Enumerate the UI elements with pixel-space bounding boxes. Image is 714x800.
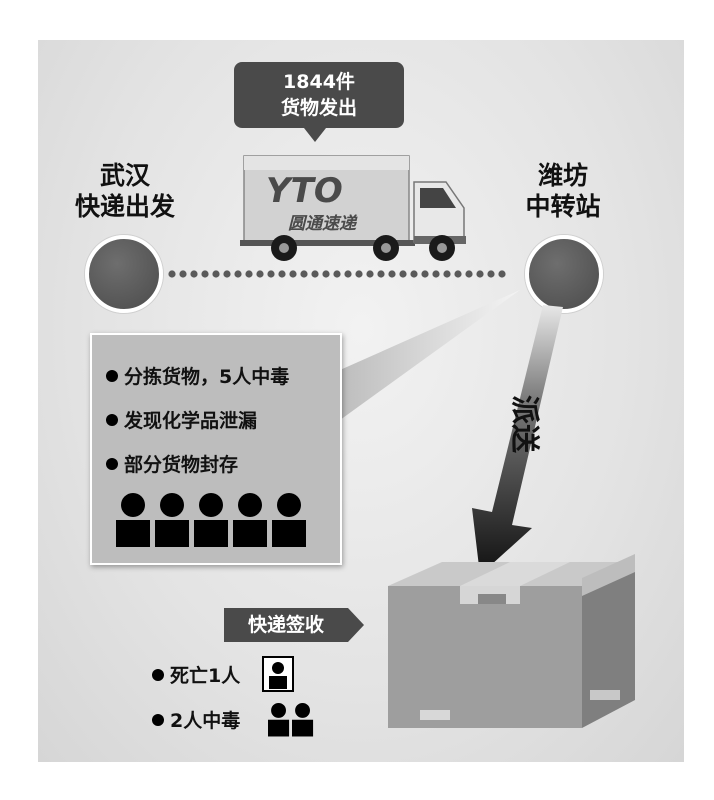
route-dot — [289, 270, 297, 278]
route-dot — [333, 270, 341, 278]
callout-pointer — [340, 290, 520, 420]
origin-label: 武汉 快递出发 — [60, 160, 190, 222]
route-dot — [476, 270, 484, 278]
shipment-callout: 1844件 货物发出 — [234, 62, 404, 142]
truck-brand-logo: YTO — [266, 171, 343, 211]
route-dot — [388, 270, 396, 278]
route-dot — [465, 270, 473, 278]
route-dot — [399, 270, 407, 278]
route-dot — [487, 270, 495, 278]
truck-brand-cn: 圆通速递 — [288, 214, 358, 234]
route-dot — [344, 270, 352, 278]
route-dot — [223, 270, 231, 278]
route-dot — [245, 270, 253, 278]
delivery-label: 派送 — [508, 395, 542, 454]
shipment-desc: 货物发出 — [280, 97, 357, 119]
receipt-label: 快递签收 — [224, 608, 364, 642]
origin-city: 武汉 — [99, 161, 150, 190]
route-dot — [201, 270, 209, 278]
route-dot — [179, 270, 187, 278]
route-dot — [322, 270, 330, 278]
sorting-events-box: 分拣货物，5人中毒 发现化学品泄漏 部分货物封存 — [90, 333, 342, 565]
person-icon — [272, 493, 306, 547]
route-dot — [311, 270, 319, 278]
event-item: 分拣货物，5人中毒 — [106, 362, 289, 389]
person-icon — [233, 493, 267, 547]
deceased-person-icon — [262, 656, 294, 692]
truck-icon: YTO 圆通速递 — [240, 155, 466, 261]
route-dot — [168, 270, 176, 278]
route-dot — [300, 270, 308, 278]
transfer-city: 潍坊 — [537, 161, 588, 190]
route-dot — [421, 270, 429, 278]
person-icon — [268, 703, 290, 737]
person-icon — [292, 703, 314, 737]
route-dot — [190, 270, 198, 278]
death-stat: 死亡1人 — [152, 661, 240, 688]
shipment-count: 1844件 — [283, 71, 355, 93]
origin-desc: 快递出发 — [74, 192, 175, 221]
bullet-icon — [152, 714, 164, 726]
event-item: 发现化学品泄漏 — [106, 406, 257, 433]
route-dot — [454, 270, 462, 278]
package-box-icon — [388, 554, 635, 728]
transfer-node — [525, 235, 603, 313]
person-icon — [194, 493, 228, 547]
route-dot — [377, 270, 385, 278]
bullet-icon — [106, 414, 118, 426]
route-dot — [256, 270, 264, 278]
route-dot — [355, 270, 363, 278]
transfer-label: 潍坊 中转站 — [498, 160, 628, 222]
route-dot — [498, 270, 506, 278]
route-dot — [410, 270, 418, 278]
poisoned-stat: 2人中毒 — [152, 706, 240, 733]
event-item: 部分货物封存 — [106, 450, 238, 477]
delivery-arrow — [472, 305, 563, 575]
bullet-icon — [106, 458, 118, 470]
bullet-icon — [106, 370, 118, 382]
transfer-desc: 中转站 — [525, 192, 601, 221]
route-dot — [267, 270, 275, 278]
route-dot — [234, 270, 242, 278]
route-dot — [212, 270, 220, 278]
route-dot — [278, 270, 286, 278]
person-icon — [116, 493, 150, 547]
route-dot — [366, 270, 374, 278]
route-dot — [443, 270, 451, 278]
route-dot — [432, 270, 440, 278]
route-dotted-line — [168, 270, 506, 278]
origin-node — [85, 235, 163, 313]
person-icon — [155, 493, 189, 547]
bullet-icon — [152, 669, 164, 681]
